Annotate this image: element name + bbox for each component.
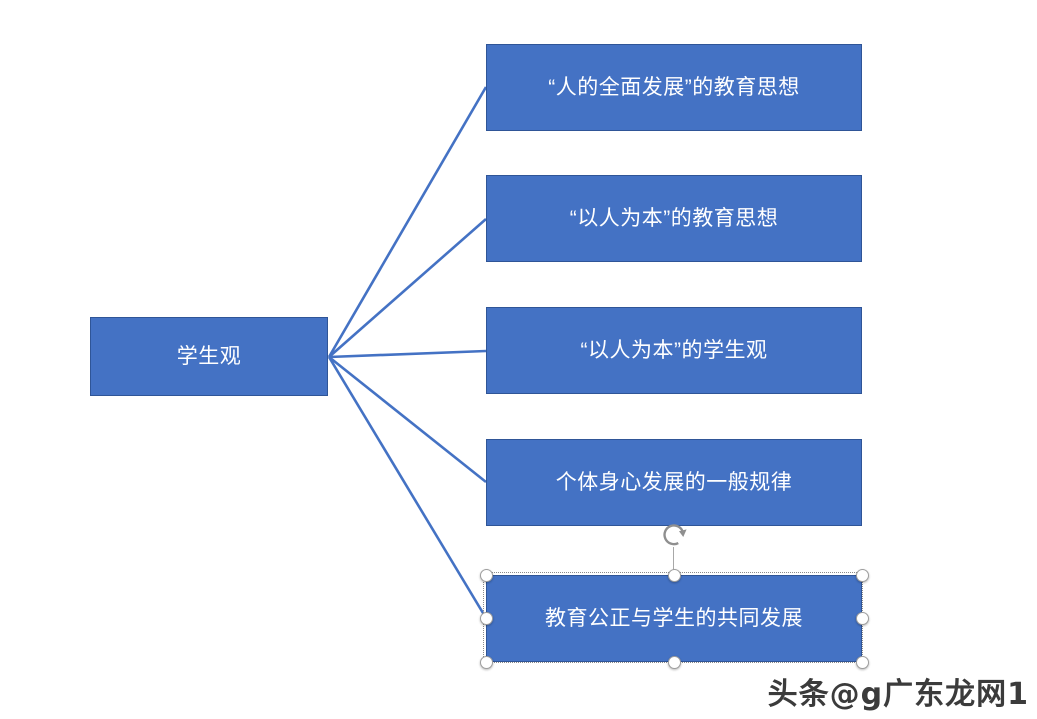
node-child-2[interactable]: “以人为本”的教育思想 <box>486 175 862 262</box>
node-root[interactable]: 学生观 <box>90 317 328 396</box>
connector-root-to-child-3[interactable] <box>328 349 487 359</box>
rotate-handle-icon[interactable] <box>660 520 687 547</box>
selection-handle-middle-left[interactable] <box>479 612 493 625</box>
node-child-3-label: “以人为本”的学生观 <box>580 338 768 362</box>
selection-handle-top-center[interactable] <box>667 568 681 582</box>
node-child-1-label: “人的全面发展”的教育思想 <box>548 75 800 99</box>
node-child-4-label: 个体身心发展的一般规律 <box>555 470 793 494</box>
rotate-handle-stem <box>673 547 674 571</box>
node-child-5-label: 教育公正与学生的共同发展 <box>545 606 803 630</box>
node-child-1[interactable]: “人的全面发展”的教育思想 <box>486 44 862 131</box>
connector-root-to-child-5[interactable] <box>327 356 488 619</box>
connector-root-to-child-2[interactable] <box>328 218 487 358</box>
watermark: 头条@g广东龙网1 <box>767 677 1029 712</box>
node-child-4[interactable]: 个体身心发展的一般规律 <box>486 439 862 526</box>
node-child-2-label: “以人为本”的教育思想 <box>569 206 779 230</box>
selection-handle-bottom-center[interactable] <box>667 655 681 669</box>
connector-root-to-child-1[interactable] <box>327 86 488 358</box>
selection-handle-bottom-right[interactable] <box>855 655 869 669</box>
connector-root-to-child-4[interactable] <box>328 355 487 484</box>
selection-handle-middle-right[interactable] <box>855 612 869 625</box>
node-child-5-selected[interactable]: 教育公正与学生的共同发展 <box>486 575 862 662</box>
selection-handle-top-right[interactable] <box>855 568 869 582</box>
node-root-label: 学生观 <box>176 344 242 368</box>
selection-handle-bottom-left[interactable] <box>479 655 493 669</box>
selection-handle-top-left[interactable] <box>479 568 493 582</box>
node-child-3[interactable]: “以人为本”的学生观 <box>486 307 862 394</box>
